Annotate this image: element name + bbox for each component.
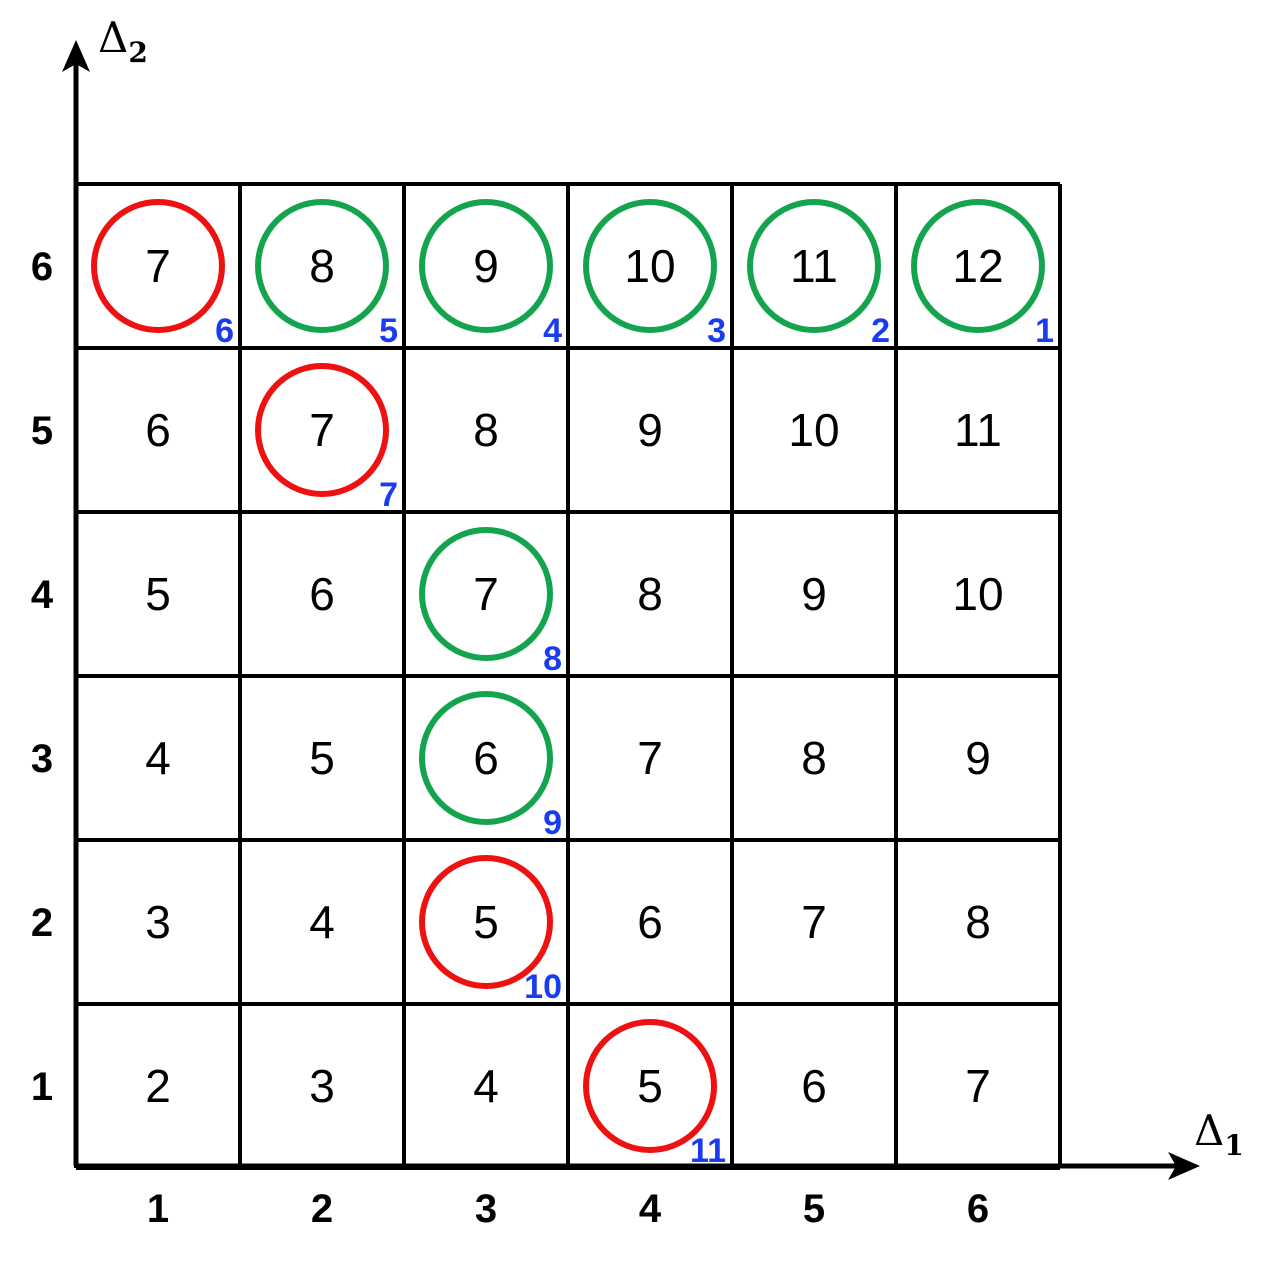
grid-lines [74,182,1062,1170]
x-tick-label: 3 [475,1187,497,1231]
cell-value: 8 [965,896,991,948]
order-number: 1 [1035,312,1054,350]
order-number: 11 [690,1132,726,1170]
order-number: 10 [524,968,562,1006]
tick-labels: 1 2 3 4 5 6 1 2 3 4 5 6 [31,245,989,1231]
y-tick-label: 4 [31,573,54,617]
cell-value: 5 [473,896,499,948]
cell-value: 7 [473,568,499,620]
green-circle [419,691,553,825]
x-axis-label: Δ1 [1194,1106,1244,1162]
cell-value: 6 [637,896,663,948]
x-tick-label: 4 [639,1187,662,1231]
y-tick-label: 1 [31,1065,53,1109]
cell-value: 9 [965,732,991,784]
cell-value: 10 [624,240,675,292]
cell-value: 3 [309,1060,335,1112]
cell-value: 2 [145,1060,171,1112]
cell-value: 5 [309,732,335,784]
x-tick-label: 2 [311,1187,333,1231]
cell-value: 6 [145,404,171,456]
x-tick-label: 6 [967,1187,989,1231]
x-axis-arrowhead [1168,1152,1200,1180]
cell-value: 10 [788,404,839,456]
green-circle [911,199,1045,333]
cell-value: 8 [801,732,827,784]
cell-value: 11 [790,240,838,292]
green-circle [255,199,389,333]
cell-value: 9 [473,240,499,292]
order-number: 4 [543,312,562,350]
cell-value: 10 [952,568,1003,620]
cell-value: 6 [473,732,499,784]
green-circle [747,199,881,333]
order-number: 9 [543,804,562,842]
x-tick-label: 5 [803,1187,825,1231]
cell-value: 8 [637,568,663,620]
cell-values: 2 3 4 5 6 7 3 4 5 6 7 8 4 5 6 7 8 9 5 6 7 8 9 10 6 7 8 9 10 11 7 8 9 10 11… [145,240,1003,1112]
order-number: 2 [871,312,890,350]
cell-value: 9 [801,568,827,620]
cell-value: 7 [309,404,335,456]
cell-value: 9 [637,404,663,456]
cell-value: 7 [145,240,171,292]
cell-value: 12 [952,240,1003,292]
cell-value: 4 [145,732,171,784]
order-number: 6 [215,312,234,350]
cell-value: 4 [473,1060,499,1112]
red-circle [419,855,553,989]
order-number: 8 [543,640,562,678]
red-circle [255,363,389,497]
red-circle [91,199,225,333]
order-number: 7 [379,476,398,514]
cell-value: 7 [965,1060,991,1112]
cell-value: 5 [637,1060,663,1112]
cell-value: 5 [145,568,171,620]
cell-value: 6 [309,568,335,620]
cell-value: 8 [473,404,499,456]
green-circle [583,199,717,333]
cell-value: 7 [801,896,827,948]
y-tick-label: 3 [31,737,53,781]
cell-value: 11 [954,404,1002,456]
y-tick-label: 5 [31,409,53,453]
y-tick-label: 6 [31,245,53,289]
y-tick-label: 2 [31,901,53,945]
y-axis-arrowhead [62,40,90,72]
y-axis-label: Δ2 [98,13,148,69]
cell-value: 3 [145,896,171,948]
cell-value: 6 [801,1060,827,1112]
cell-value: 4 [309,896,335,948]
green-circle [419,527,553,661]
red-circle [583,1019,717,1153]
green-circle [419,199,553,333]
order-number: 5 [379,312,398,350]
order-number: 3 [707,312,726,350]
cell-value: 8 [309,240,335,292]
cell-value: 7 [637,732,663,784]
x-tick-label: 1 [147,1187,169,1231]
